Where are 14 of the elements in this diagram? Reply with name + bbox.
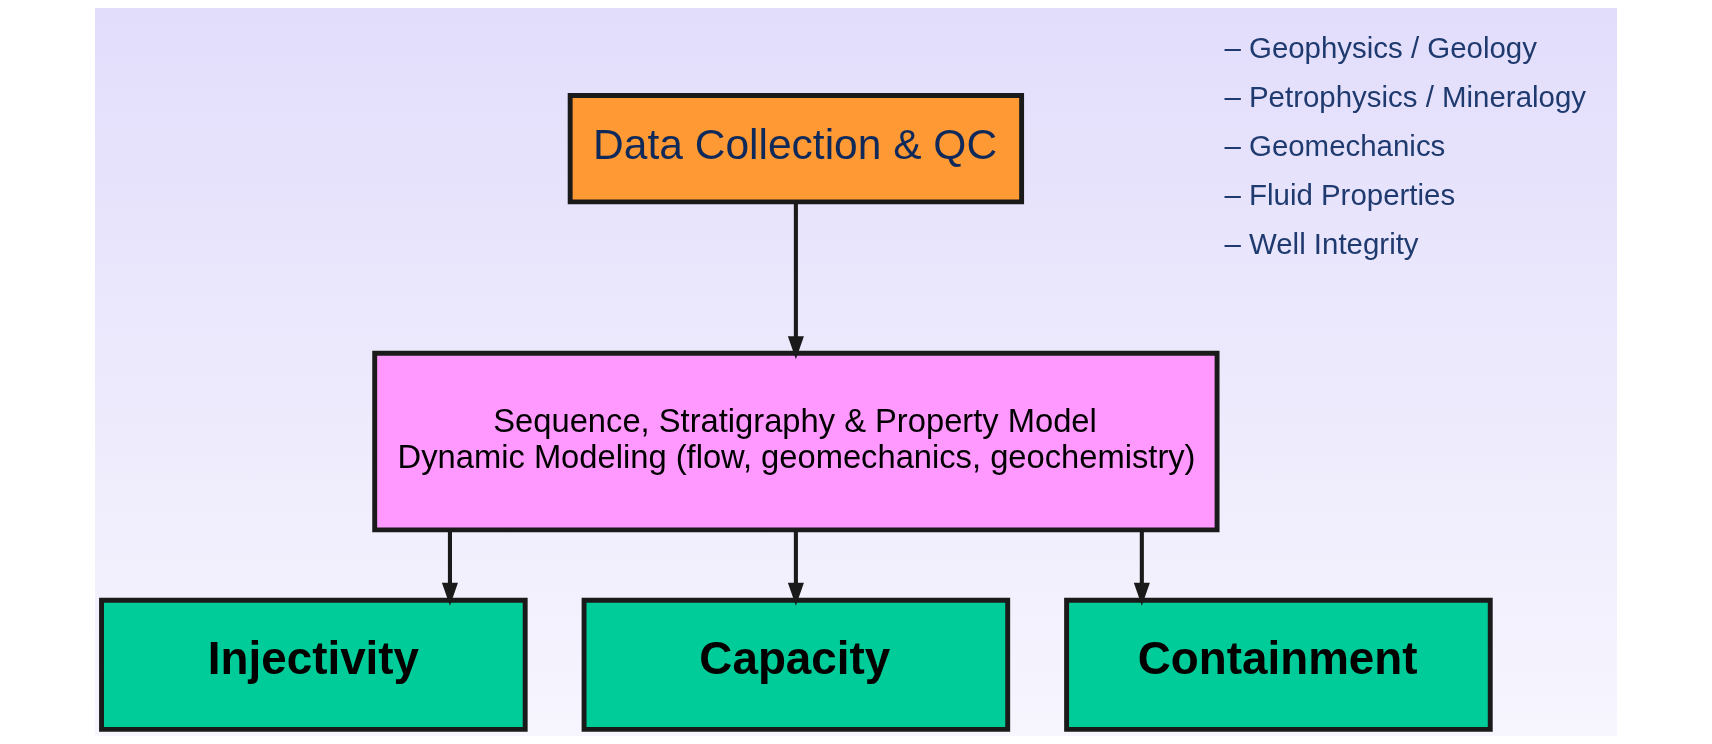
node-box: Sequence, Stratigraphy & Property Model Dynamic Modeling (flow, geomechanics, geochemistry) (372, 350, 1220, 533)
arrow (787, 530, 804, 606)
node-box: Capacity (581, 597, 1011, 732)
node-box: Injectivity (99, 597, 528, 732)
arrow (1133, 530, 1150, 606)
label: – Well Integrity (1224, 227, 1419, 261)
node-box: Data Collection & QC (567, 93, 1025, 205)
node-box: Containment (1064, 597, 1493, 732)
arrow (787, 202, 804, 360)
label: – Geophysics / Geology (1224, 30, 1537, 64)
arrow (441, 530, 458, 606)
label: – Fluid Properties (1224, 178, 1456, 211)
label: – Geomechanics (1224, 128, 1446, 162)
label: – Petrophysics / Mineralogy (1224, 79, 1587, 113)
